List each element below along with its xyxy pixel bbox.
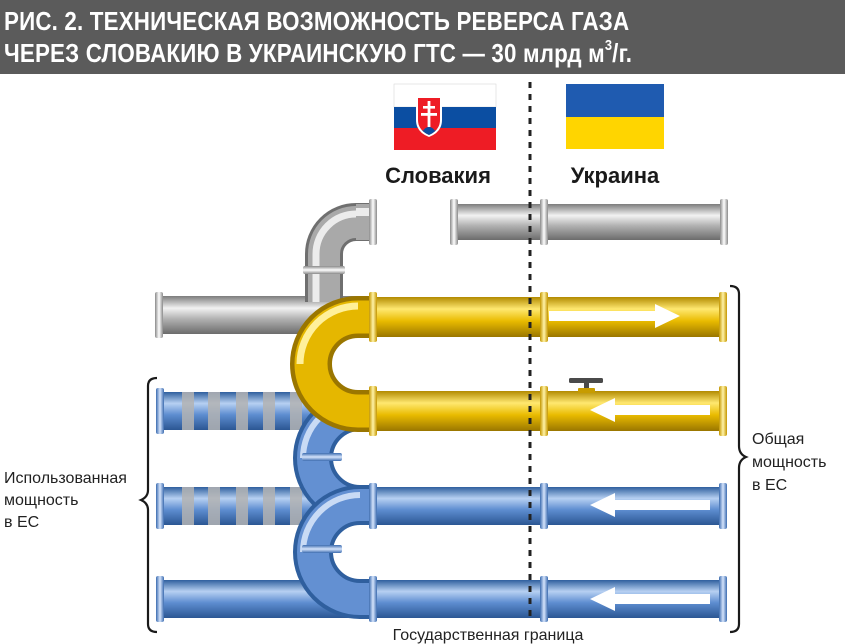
total-capacity-line-2: мощность xyxy=(752,454,826,471)
total-capacity-line-1: Общая xyxy=(752,431,804,448)
figure-title-unit-tail: /г. xyxy=(612,38,633,68)
used-capacity-label: Использованная мощность в ЕС xyxy=(4,470,127,531)
total-capacity-bracket xyxy=(729,284,749,634)
total-capacity-line-3: в ЕС xyxy=(752,477,787,494)
flange-blue-bend-1 xyxy=(302,453,342,461)
country-label-slovakia: Словакия xyxy=(385,163,491,188)
pipeline-diagram: Словакия Украина xyxy=(4,82,826,644)
pipe-gray-bend xyxy=(305,203,372,302)
used-capacity-line-1: Использованная xyxy=(4,470,127,487)
figure-title-line-1: РИС. 2. ТЕХНИЧЕСКАЯ ВОЗМОЖНОСТЬ РЕВЕРСА … xyxy=(4,6,630,36)
figure-title-line-2-text: ЧЕРЕЗ СЛОВАКИЮ В УКРАИНСКУЮ ГТС — 30 млр… xyxy=(4,38,605,68)
pipe-blue-middle-stripes xyxy=(182,487,302,525)
slovakia-coat-of-arms-icon xyxy=(416,96,442,137)
used-capacity-bracket xyxy=(138,376,158,634)
figure-title-line-2: ЧЕРЕЗ СЛОВАКИЮ В УКРАИНСКУЮ ГТС — 30 млр… xyxy=(4,37,633,69)
figure-title-unit-superscript: 3 xyxy=(604,37,613,55)
flow-arrow-left-blue-bottom xyxy=(590,587,710,611)
pipe-gray-top-right xyxy=(454,204,724,240)
used-capacity-line-2: мощность xyxy=(4,492,78,509)
pipe-blue-upper-stripes xyxy=(182,392,302,430)
flow-arrow-right xyxy=(549,304,680,328)
ukraine-flag xyxy=(566,84,664,149)
flange-gray-bend xyxy=(303,266,345,274)
pipe-flanges xyxy=(155,199,728,622)
flow-arrow-left-blue-middle xyxy=(590,493,710,517)
flow-arrow-left-yellow xyxy=(590,398,710,422)
used-capacity-line-3: в ЕС xyxy=(4,514,39,531)
valve-icon xyxy=(569,378,603,393)
total-capacity-label: Общая мощность в ЕС xyxy=(752,431,826,494)
flange-blue-bend-2 xyxy=(302,545,342,553)
slovakia-flag xyxy=(393,83,497,150)
figure-title-bar: РИС. 2. ТЕХНИЧЕСКАЯ ВОЗМОЖНОСТЬ РЕВЕРСА … xyxy=(0,0,845,74)
pipe-yellow-bend xyxy=(290,296,372,432)
state-border-label: Государственная граница xyxy=(393,627,584,644)
country-label-ukraine: Украина xyxy=(571,163,660,188)
